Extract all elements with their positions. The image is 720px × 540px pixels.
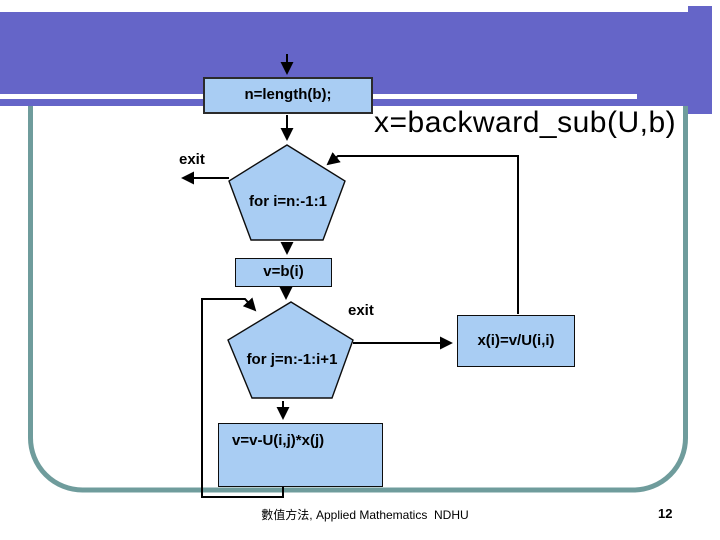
inner-exit-label: exit: [348, 302, 374, 319]
footer-text: 數值方法, Applied Mathematics NDHU: [261, 508, 469, 522]
outer-loop-feedback-line: [326, 152, 519, 314]
result-box: x(i)=v/U(i,i): [457, 315, 575, 367]
page-number: 12: [658, 506, 673, 521]
update-box: v=v-U(i,j)*x(j): [218, 423, 383, 487]
inner-for-loop-label: for j=n:-1:i+1: [246, 351, 338, 368]
start-box: n=length(b);: [203, 77, 373, 114]
inner-loop-feedback-line: [201, 297, 284, 498]
outer-for-loop-pentagon: [228, 144, 346, 241]
outer-for-loop-label: for i=n:-1:1: [249, 193, 327, 210]
inner-for-loop-pentagon: [227, 301, 354, 399]
header-band-right-block: [688, 6, 712, 114]
outer-exit-label: exit: [179, 151, 205, 168]
init-box: v=b(i): [235, 258, 332, 287]
slide-title: x=backward_sub(U,b): [374, 106, 677, 139]
